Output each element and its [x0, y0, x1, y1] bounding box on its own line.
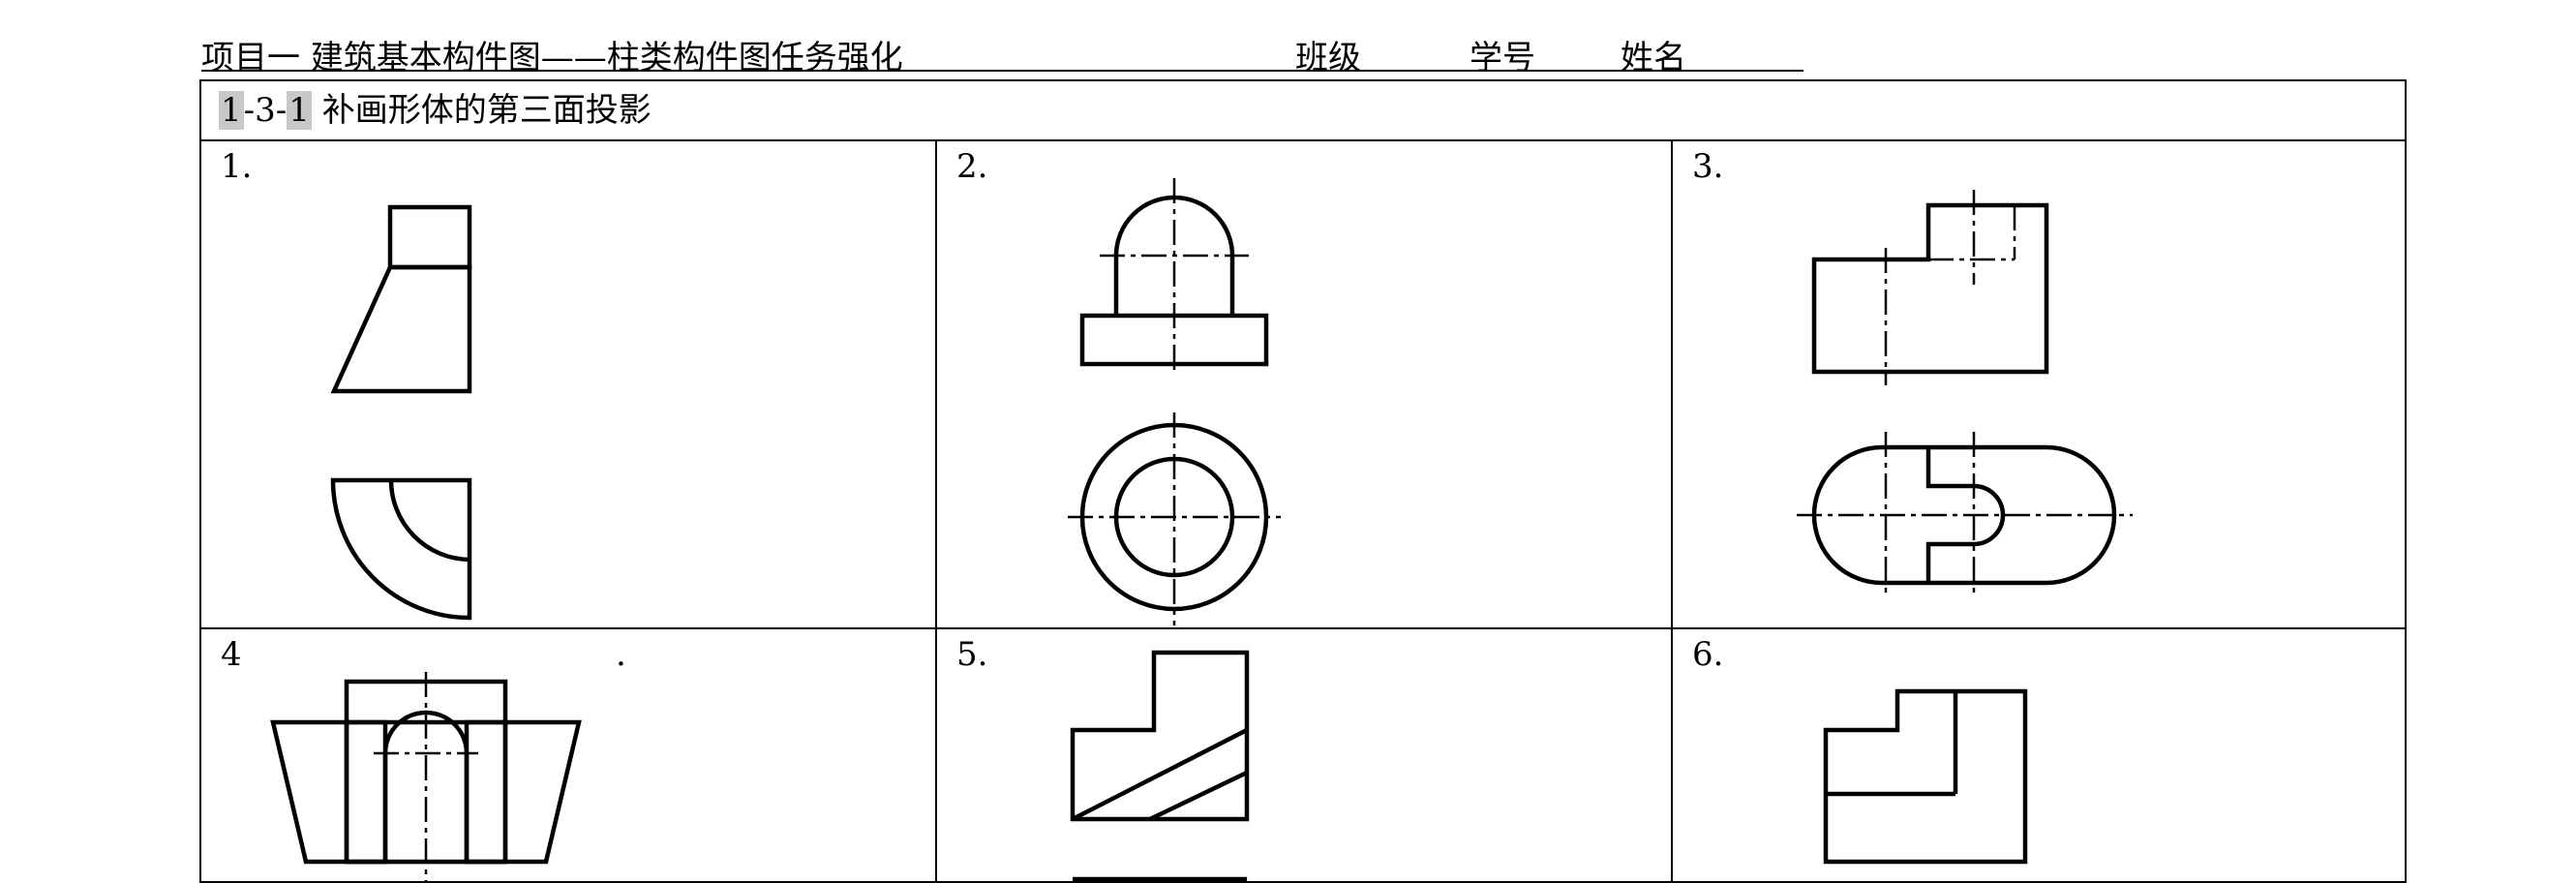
problem-number: 6. — [1692, 635, 1724, 674]
exercise-code-sep: -3- — [243, 91, 288, 130]
stray-dot: . — [616, 635, 626, 674]
problem-number: 2. — [956, 147, 988, 186]
problem-5-drawing — [1070, 650, 1250, 882]
exercise-sheet: 1-3-1 补画形体的第三面投影 1. 2. 3. — [199, 79, 2407, 883]
problem-cell-6: 6. — [1673, 629, 2407, 883]
student-id-label: 学号 — [1470, 39, 1535, 77]
problem-number: 5. — [956, 635, 988, 674]
exercise-title: 1-3-1 补画形体的第三面投影 — [201, 81, 2405, 141]
problem-2-drawing — [1068, 178, 1281, 625]
problem-4-drawing — [270, 672, 582, 883]
problem-1-drawing — [330, 204, 472, 621]
problem-number: 4 — [221, 635, 242, 674]
problem-cell-3: 3. — [1673, 141, 2407, 629]
problem-cell-2: 2. — [937, 141, 1673, 629]
exercise-title-text: 补画形体的第三面投影 — [321, 91, 652, 130]
worksheet-header: 项目一 建筑基本构件图——柱类构件图任务强化 班级 学号 姓名 — [201, 29, 1803, 77]
problem-cell-5: 5. — [937, 629, 1673, 883]
problem-cell-4: 4 . — [201, 629, 937, 883]
exercise-code-a: 1 — [219, 91, 244, 130]
name-label: 姓名 — [1621, 39, 1686, 77]
problem-cell-1: 1. — [201, 141, 937, 629]
problem-number: 3. — [1692, 147, 1724, 186]
problem-6-drawing — [1823, 688, 2028, 865]
class-label: 班级 — [1295, 39, 1361, 77]
problem-number: 1. — [221, 147, 253, 186]
problem-3-drawing — [1797, 190, 2133, 598]
exercise-code-b: 1 — [287, 91, 312, 130]
project-title: 项目一 建筑基本构件图——柱类构件图任务强化 — [201, 39, 903, 77]
